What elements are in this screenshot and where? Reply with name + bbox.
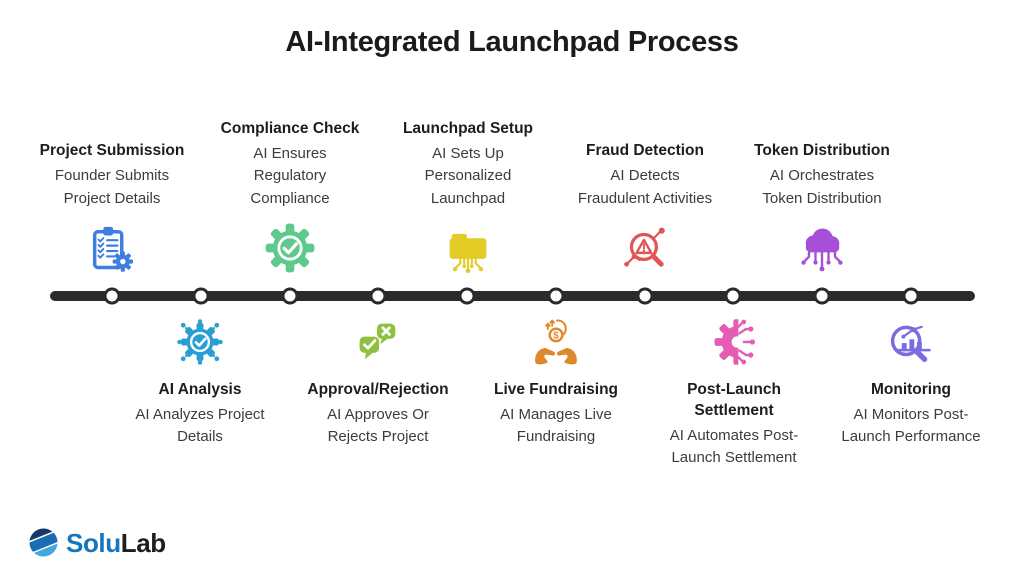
magnifier-chart-icon	[890, 325, 931, 363]
step-monitoring: Monitoring AI Monitors Post- Launch Perf…	[819, 316, 1003, 449]
step-token-distribution: Token Distribution AI Orchestrates Token…	[730, 106, 914, 274]
step-subtitle: AI Approves Or Rejects Project	[327, 405, 429, 446]
step-subtitle: AI Manages Live Fundraising	[500, 405, 612, 446]
step-title: Approval/Rejection	[307, 381, 449, 398]
step-title: Token Distribution	[754, 142, 890, 160]
folder-network-icon	[449, 233, 487, 274]
timeline-node	[902, 287, 920, 305]
step-title: Fraud Detection	[586, 142, 704, 160]
timeline-node	[813, 287, 831, 305]
gear-circuit-check-icon	[177, 319, 223, 365]
step-title: Monitoring	[870, 381, 952, 398]
step-launchpad-setup: Launchpad Setup AI Sets Up Personalized …	[376, 106, 560, 274]
step-title: Live Fundraising	[493, 381, 618, 398]
chat-approve-reject-icon	[359, 323, 396, 360]
timeline-node	[724, 287, 742, 305]
clipboard-checklist-icon	[92, 226, 134, 272]
step-subtitle: AI Orchestrates Token Distribution	[762, 167, 882, 207]
svg-text:$: $	[553, 331, 559, 342]
timeline-bar	[50, 291, 975, 301]
logo-text: SoluLab	[66, 530, 166, 556]
step-title: AI Analysis	[158, 381, 242, 398]
step-live-fundraising: $ Live Fundraising AI Manages Live Fundr…	[464, 316, 648, 449]
step-fraud-detection: Fraud Detection AI Detects Fraudulent Ac…	[553, 106, 737, 274]
solulab-logo: SoluLab	[28, 527, 166, 558]
step-compliance-check: Compliance Check AI Ensures Regulatory C…	[198, 106, 382, 274]
step-subtitle: AI Analyzes Project Details	[135, 405, 265, 446]
timeline-node	[103, 287, 121, 305]
step-subtitle: AI Sets Up Personalized Launchpad	[424, 144, 512, 207]
step-project-submission: Project Submission Founder Submits Proje…	[20, 106, 204, 274]
magnifier-warning-icon	[624, 227, 665, 267]
logo-text-solu: Solu	[66, 527, 121, 558]
gear-check-icon	[265, 223, 315, 273]
timeline-node	[458, 287, 476, 305]
step-ai-analysis: AI Analysis AI Analyzes Project Details	[108, 316, 292, 449]
step-subtitle: AI Ensures Regulatory Compliance	[250, 144, 330, 207]
timeline-node	[547, 287, 565, 305]
timeline-node	[281, 287, 299, 305]
step-title: Post-Launch Settlement	[687, 381, 781, 419]
step-subtitle: AI Detects Fraudulent Activities	[577, 167, 713, 207]
cloud-network-icon	[801, 228, 843, 272]
solulab-sphere-icon	[28, 527, 59, 558]
timeline-node	[369, 287, 387, 305]
hands-money-icon: $	[535, 319, 577, 365]
step-title: Project Submission	[39, 142, 185, 160]
timeline-node	[192, 287, 210, 305]
step-subtitle: AI Automates Post- Launch Settlement	[669, 426, 799, 467]
logo-text-lab: Lab	[120, 527, 166, 558]
step-post-launch-settlement: Post-Launch Settlement AI Automates Post…	[642, 316, 826, 470]
gear-circuit-icon	[714, 319, 756, 365]
step-approval-rejection: Approval/Rejection AI Approves Or Reject…	[286, 316, 470, 449]
step-subtitle: AI Monitors Post- Launch Performance	[841, 405, 981, 446]
step-title: Launchpad Setup	[402, 119, 534, 137]
timeline-node	[636, 287, 654, 305]
step-title: Compliance Check	[220, 119, 360, 137]
step-subtitle: Founder Submits Project Details	[54, 167, 170, 207]
page-title: AI-Integrated Launchpad Process	[285, 26, 739, 58]
